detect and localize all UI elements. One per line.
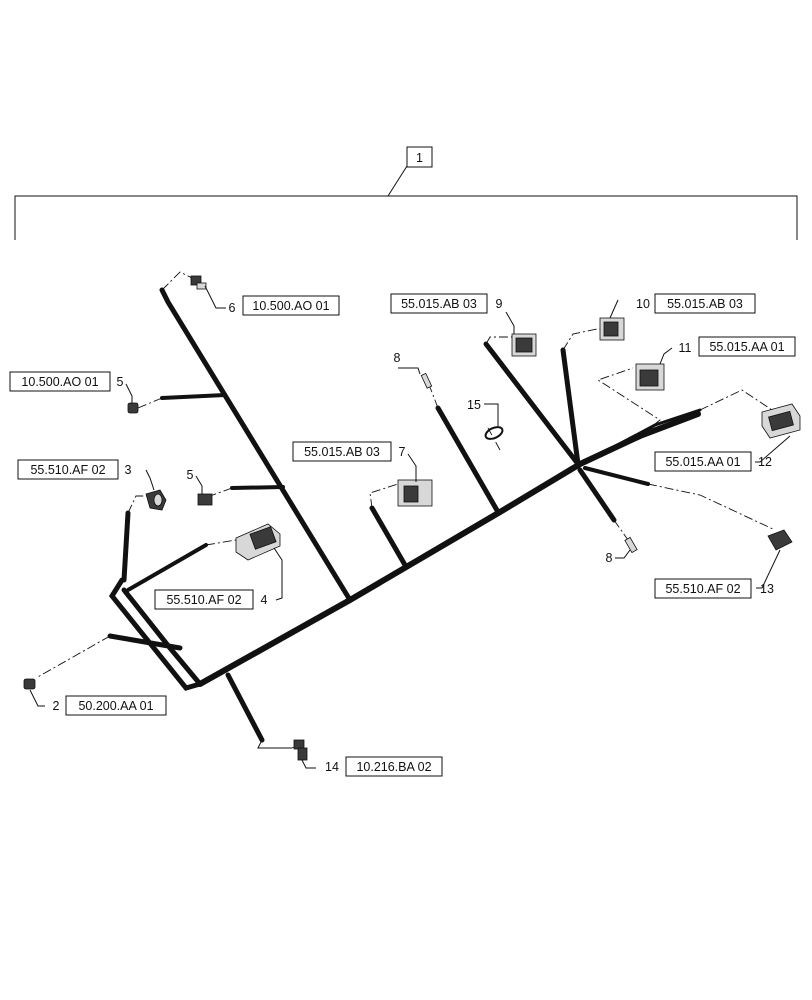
connector-7-icon [397, 479, 433, 507]
callout-15-number: 15 [467, 398, 481, 412]
connector-9-icon [511, 333, 537, 357]
callout-4-reference: 55.510.AF 02 [166, 593, 241, 607]
connectors [23, 275, 801, 761]
connector-12-icon [761, 403, 801, 439]
callout-8-upper: 8 [394, 351, 401, 365]
connector-8-lower-icon [624, 536, 638, 554]
callout-9-number: 9 [496, 297, 503, 311]
callout-9: 55.015.AB 03 9 [390, 293, 503, 314]
callout-2-reference: 50.200.AA 01 [78, 699, 153, 713]
connector-2-icon [23, 678, 36, 690]
callout-13: 55.510.AF 02 13 [654, 578, 774, 599]
connector-15-icon [484, 426, 504, 440]
callout-7: 55.015.AB 03 7 [292, 441, 406, 462]
callout-6-reference: 10.500.AO 01 [252, 299, 329, 313]
callout-3-reference: 55.510.AF 02 [30, 463, 105, 477]
connector-8-upper-icon [420, 372, 433, 389]
callout-2-number: 2 [53, 699, 60, 713]
callout-9-reference: 55.015.AB 03 [401, 297, 477, 311]
connector-13-icon [767, 529, 793, 551]
callout-10-reference: 55.015.AB 03 [667, 297, 743, 311]
connector-leaders [35, 271, 776, 749]
connector-4-icon [235, 523, 281, 561]
callout-14-number: 14 [325, 760, 339, 774]
callout-12: 55.015.AA 01 12 [654, 451, 772, 472]
callout-12-reference: 55.015.AA 01 [665, 455, 740, 469]
callout-5-upper-number: 5 [117, 375, 124, 389]
callout-13-number: 13 [760, 582, 774, 596]
callout-14-reference: 10.216.BA 02 [356, 760, 431, 774]
callout-10-number: 10 [636, 297, 650, 311]
callout-4: 55.510.AF 02 4 [154, 589, 268, 610]
callout-11: 11 55.015.AA 01 [679, 336, 796, 357]
connector-10-icon [599, 317, 625, 341]
callout-6: 6 10.500.AO 01 [229, 295, 340, 316]
callout-8-upper-number: 8 [394, 351, 401, 365]
callout-5-lower: 5 [187, 468, 194, 482]
connector-11-icon [635, 363, 665, 391]
callout-14: 14 10.216.BA 02 [325, 756, 443, 777]
connector-6-icon [190, 275, 207, 290]
harness-wires [107, 287, 702, 749]
callout-7-number: 7 [399, 445, 406, 459]
callout-2: 2 50.200.AA 01 [53, 695, 167, 716]
callout-15: 15 [467, 398, 481, 412]
callout-7-reference: 55.015.AB 03 [304, 445, 380, 459]
connector-3-icon [145, 489, 167, 511]
callout-11-number: 11 [679, 341, 692, 355]
connector-5-upper-icon [127, 402, 139, 414]
connector-5-lower-icon [197, 493, 213, 506]
callout-8-lower-number: 8 [606, 551, 613, 565]
callout-11-reference: 55.015.AA 01 [709, 340, 784, 354]
callout-13-reference: 55.510.AF 02 [665, 582, 740, 596]
callout-4-number: 4 [261, 593, 268, 607]
callout-6-number: 6 [229, 301, 236, 315]
callout-5-upper: 10.500.AO 01 5 [9, 371, 124, 392]
callout-leaders [29, 285, 791, 769]
callout-5-upper-reference: 10.500.AO 01 [21, 375, 98, 389]
callout-12-number: 12 [758, 455, 772, 469]
connector-14-icon [293, 739, 308, 761]
callout-10: 10 55.015.AB 03 [636, 293, 756, 314]
callout-3-number: 3 [125, 463, 132, 477]
callout-8-lower: 8 [606, 551, 613, 565]
callout-5-lower-number: 5 [187, 468, 194, 482]
assembly-item-number: 1 [416, 151, 423, 165]
assembly-bracket: 1 [14, 146, 798, 240]
callout-3: 55.510.AF 02 3 [17, 459, 132, 480]
